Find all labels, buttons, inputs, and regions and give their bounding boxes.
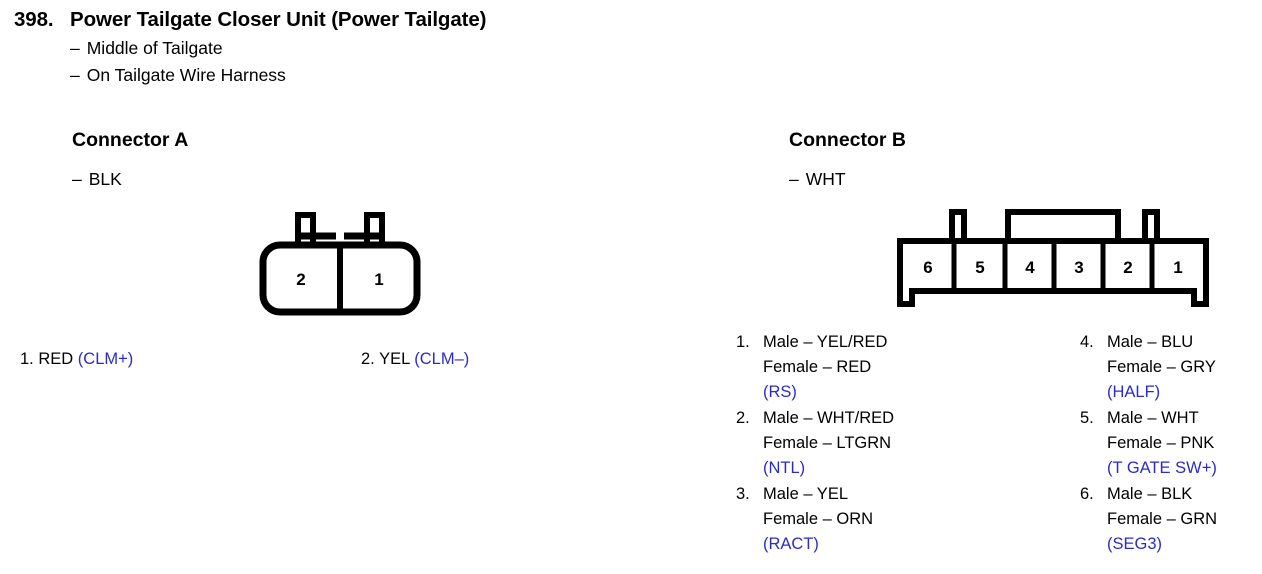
pin-female-wire: Female – RED [763,358,872,376]
dash-glyph: – [72,169,82,189]
connector-a-heading: Connector A [72,129,189,151]
pin-signal-name: (RACT) [763,535,819,553]
pin-number: 5. [1080,409,1094,427]
pin-signal-name: (NTL) [763,459,806,477]
dash-glyph: – [70,65,80,85]
connector-b-pin-2: 2. Male – WHT/RED Female – LTGRN (NTL) [736,406,976,481]
pin-male-wire: Male – YEL/RED [763,333,888,351]
connector-a-cavity-2: 2 [296,270,305,289]
connector-b-cavity-1: 1 [1173,258,1182,277]
connector-b-pin-6: 6. Male – BLK Female – GRN (SEG3) [1080,482,1262,557]
pin-male-wire: Male – BLU [1107,333,1194,351]
pin-female-wire: Female – PNK [1107,434,1215,452]
pin-signal-name: (RS) [763,383,797,401]
connector-b-pin-5: 5. Male – WHT Female – PNK (T GATE SW+) [1080,406,1262,481]
connector-b-shape: 6 5 4 3 2 1 [897,209,1209,307]
pin-male-wire: Male – WHT [1107,409,1199,427]
location-line-2: –On Tailgate Wire Harness [70,65,1014,86]
connector-b-pin-list-right: 4. Male – BLU Female – GRY (HALF) 5. Mal… [1080,330,1262,558]
unit-title-row: 398. Power Tailgate Closer Unit (Power T… [14,8,1014,32]
location-text: Middle of Tailgate [86,38,223,58]
connector-a-diagram: 2 1 [258,207,422,317]
pin-male-wire: Male – BLK [1107,485,1193,503]
connector-b-cavity-5: 5 [975,258,984,277]
connector-a-color: –BLK [72,169,122,190]
page-title: Power Tailgate Closer Unit (Power Tailga… [70,8,487,31]
connector-b-cavity-3: 3 [1074,258,1083,277]
pin-female-wire: Female – LTGRN [763,434,892,452]
pin-number: 6. [1080,485,1094,503]
connector-b-pin-3: 3. Male – YEL Female – ORN (RACT) [736,482,976,557]
connector-a-shape: 2 1 [259,212,421,316]
connector-a-color-text: BLK [88,169,122,189]
pin-signal-name: (HALF) [1107,383,1161,401]
connector-b-diagram: 6 5 4 3 2 1 [895,203,1211,313]
connector-b-cavity-6: 6 [923,258,932,277]
connector-b-color: –WHT [789,169,846,190]
connector-b-pin-4: 4. Male – BLU Female – GRY (HALF) [1080,330,1262,405]
connector-a-tab-left [295,212,316,245]
unit-number: 398. [14,8,54,31]
connector-b-tab-left [949,209,967,241]
pin-wire-color: RED [38,350,74,368]
connector-a-pin-2: 2. YEL (CLM–) [361,350,469,369]
dash-glyph: – [789,169,799,189]
connector-a-cavity-1: 1 [374,270,383,289]
connector-b-tab-center [1005,209,1121,241]
pin-number: 4. [1080,333,1094,351]
connector-b-pin-1: 1. Male – YEL/RED Female – RED (RS) [736,330,976,405]
pin-female-wire: Female – ORN [763,510,874,528]
pin-number: 2. [736,409,750,427]
pin-female-wire: Female – GRY [1107,358,1216,376]
pin-signal-name: (SEG3) [1107,535,1163,553]
connector-b-color-text: WHT [805,169,846,189]
connector-b-heading: Connector B [789,129,906,151]
unit-header: 398. Power Tailgate Closer Unit (Power T… [14,8,1014,86]
pin-female-wire: Female – GRN [1107,510,1218,528]
pin-signal-name: (CLM–) [414,350,470,368]
pin-number: 1. [20,350,34,368]
pin-number: 2. [361,350,375,368]
pin-male-wire: Male – YEL [763,485,848,503]
connector-b-pin-list-left: 1. Male – YEL/RED Female – RED (RS) 2. M… [736,330,976,558]
pin-male-wire: Male – WHT/RED [763,409,895,427]
pin-number: 3. [736,485,750,503]
dash-glyph: – [70,38,80,58]
connector-b-tab-right [1142,209,1160,241]
pin-signal-name: (T GATE SW+) [1107,459,1217,477]
connector-b-cavity-4: 4 [1025,258,1035,277]
connector-a-pin-1: 1. RED (CLM+) [20,350,133,369]
location-text: On Tailgate Wire Harness [86,65,286,85]
pin-wire-color: YEL [379,350,410,368]
pin-signal-name: (CLM+) [77,350,134,368]
connector-b-cavity-2: 2 [1123,258,1132,277]
connector-a-tab-right [364,212,385,245]
pin-number: 1. [736,333,750,351]
location-line-1: –Middle of Tailgate [70,38,1014,59]
